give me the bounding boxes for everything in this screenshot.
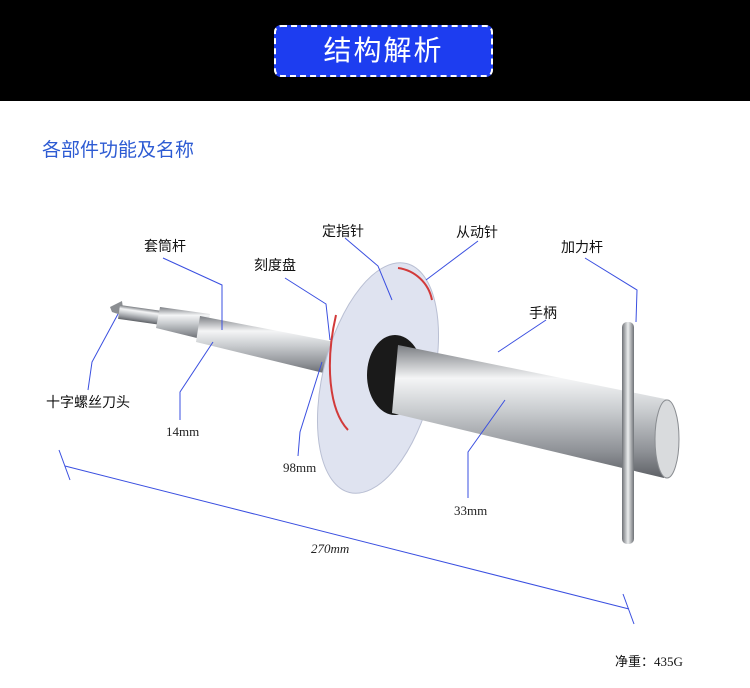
- leader-socket-shaft: [162, 257, 223, 330]
- dim-handle-diameter: 33mm: [454, 503, 488, 518]
- leader-33mm: [467, 399, 506, 498]
- label-socket-shaft: 套筒杆: [144, 238, 186, 254]
- socket-shaft-illustration: [156, 307, 340, 376]
- leader-follower: [425, 240, 479, 281]
- leader-98mm: [297, 361, 323, 457]
- label-dial: 刻度盘: [254, 257, 296, 273]
- label-bit: 十字螺丝刀头: [46, 394, 130, 410]
- dim-total-length: 270mm: [311, 541, 350, 556]
- leader-dial: [284, 277, 331, 341]
- weight-text: 净重：435G: [615, 654, 683, 669]
- dim-shaft-diameter: 14mm: [166, 424, 200, 439]
- dimension-270mm: [58, 449, 635, 625]
- bit-illustration: [110, 301, 162, 325]
- handle-illustration: [392, 322, 680, 544]
- leader-pointer: [344, 237, 393, 301]
- dim-dial-diameter: 98mm: [283, 460, 317, 475]
- leader-force-bar: [584, 257, 638, 323]
- leader-handle: [497, 319, 547, 353]
- label-pointer: 定指针: [322, 223, 364, 239]
- label-handle: 手柄: [529, 305, 557, 321]
- leader-bit: [87, 313, 119, 391]
- section-title: 各部件功能及名称: [42, 139, 195, 161]
- page-title: 结构解析: [274, 25, 493, 77]
- label-force-bar: 加力杆: [561, 239, 603, 255]
- leader-14mm: [179, 341, 214, 420]
- label-follower: 从动针: [456, 224, 498, 240]
